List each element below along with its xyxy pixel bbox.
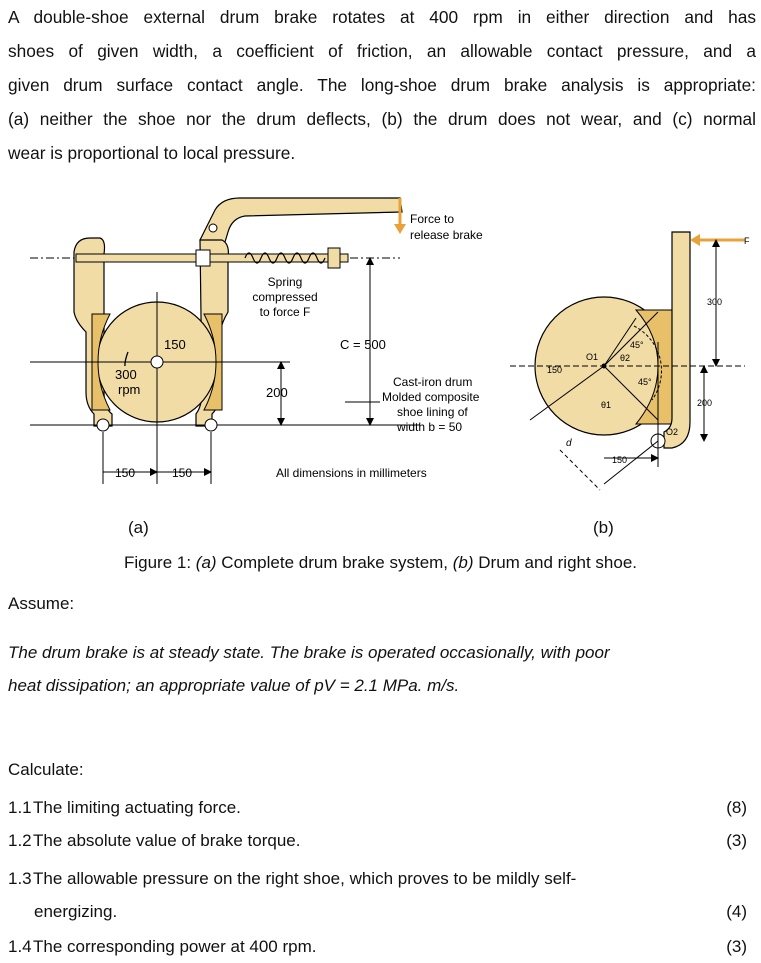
question-1-1: 1.1The limiting actuating force. <box>8 798 241 818</box>
question-text: The absolute value of brake torque. <box>33 831 301 850</box>
question-1-4-marks: (3) <box>726 937 747 956</box>
problem-statement: A double-shoe external drum brake rotate… <box>8 0 756 170</box>
caption-b: (b) <box>452 553 474 572</box>
lever-pivot <box>208 223 218 233</box>
angle-45-right: 45° <box>638 377 652 387</box>
drum-label-1: Cast-iron drum <box>393 375 472 389</box>
intro-line-5: wear is proportional to local pressure. <box>8 143 296 163</box>
drum-label-2: Molded composite <box>382 390 480 404</box>
spring <box>244 252 326 264</box>
figure-drum-brake: Force to release brake Spring compressed… <box>0 192 761 537</box>
question-num: 1.3 <box>8 869 32 888</box>
spring-label-3: to force F <box>260 305 311 319</box>
dim-150-right: 150 <box>172 466 192 480</box>
caption-end: Drum and right shoe. <box>473 553 638 572</box>
angle-45-top: 45° <box>630 340 644 350</box>
figure-label-a: (a) <box>128 518 149 537</box>
dim-150-left: 150 <box>115 466 135 480</box>
dim-300-b: 300 <box>707 297 722 307</box>
dim-150-b-bottom: 150 <box>612 455 627 465</box>
dim-150-top: 150 <box>164 337 186 352</box>
spring-label-2: compressed <box>252 290 317 304</box>
caption-prefix: Figure 1: <box>123 553 196 572</box>
lever-arm <box>199 197 403 253</box>
question-num: 1.2 <box>8 831 32 850</box>
drum-label-4: width b = 50 <box>396 420 462 434</box>
drum-brake-diagram: Force to release brake Spring compressed… <box>30 197 750 491</box>
question-1-3: 1.3The allowable pressure on the right s… <box>8 869 576 889</box>
dim-150-b-left: 150 <box>547 365 562 375</box>
question-text: The allowable pressure on the right shoe… <box>33 869 577 888</box>
figure-caption: Figure 1: (a) Complete drum brake system… <box>0 553 761 573</box>
force-arrow-a <box>394 224 406 234</box>
intro-line-1: A double-shoe external drum brake rotate… <box>8 7 756 27</box>
drum-label-3: shoe lining of <box>397 405 468 419</box>
figure-b <box>510 231 745 491</box>
question-1-1-marks: (8) <box>726 798 747 817</box>
force-label-2: release brake <box>410 228 483 242</box>
rpm-number: 300 <box>115 367 137 382</box>
o2-label: O2 <box>666 427 678 437</box>
figure-label-b: (b) <box>593 518 614 537</box>
assumption-line-1: The drum brake is at steady state. The b… <box>8 643 610 662</box>
spring-label-1: Spring <box>268 275 303 289</box>
caption-mid: Complete drum brake system, <box>216 553 453 572</box>
d-label: d <box>566 438 572 449</box>
dim-200-b: 200 <box>697 398 712 408</box>
intro-line-3: given drum surface contact angle. The lo… <box>8 75 756 95</box>
clevis <box>195 249 211 267</box>
calculate-heading: Calculate: <box>8 760 84 779</box>
dim-c: C = 500 <box>340 337 386 352</box>
right-shoe-arm-b <box>663 231 691 449</box>
theta1-label: θ1 <box>601 400 611 410</box>
question-1-3-marks: (4) <box>726 902 747 921</box>
question-1-3-continuation: energizing. <box>34 902 118 921</box>
dim-200-a: 200 <box>266 385 288 400</box>
force-arrow-b <box>690 234 700 246</box>
question-text: The limiting actuating force. <box>33 798 241 817</box>
assumption-line-2: heat dissipation; an appropriate value o… <box>8 676 460 695</box>
question-1-2: 1.2The absolute value of brake torque. <box>8 831 300 851</box>
force-label-1: Force to <box>410 212 454 226</box>
intro-line-2: shoes of given width, a coefficient of f… <box>8 41 756 61</box>
o1-label: O1 <box>586 352 598 362</box>
question-1-4: 1.4The corresponding power at 400 rpm. <box>8 937 317 957</box>
caption-a: (a) <box>195 553 217 572</box>
rpm-unit: rpm <box>118 382 140 397</box>
units-note: All dimensions in millimeters <box>276 466 427 480</box>
figure-a <box>30 197 420 484</box>
force-f-label: F <box>744 236 750 246</box>
intro-line-4: (a) neither the shoe nor the drum deflec… <box>8 109 756 129</box>
assumption-text: The drum brake is at steady state. The b… <box>8 636 610 702</box>
question-num: 1.4 <box>8 937 32 956</box>
rod <box>75 253 349 263</box>
question-text: The corresponding power at 400 rpm. <box>33 937 317 956</box>
question-1-2-marks: (3) <box>726 831 747 850</box>
question-num: 1.1 <box>8 798 32 817</box>
nut <box>327 247 341 269</box>
assume-heading: Assume: <box>8 594 75 613</box>
theta2-label: θ2 <box>620 353 630 363</box>
